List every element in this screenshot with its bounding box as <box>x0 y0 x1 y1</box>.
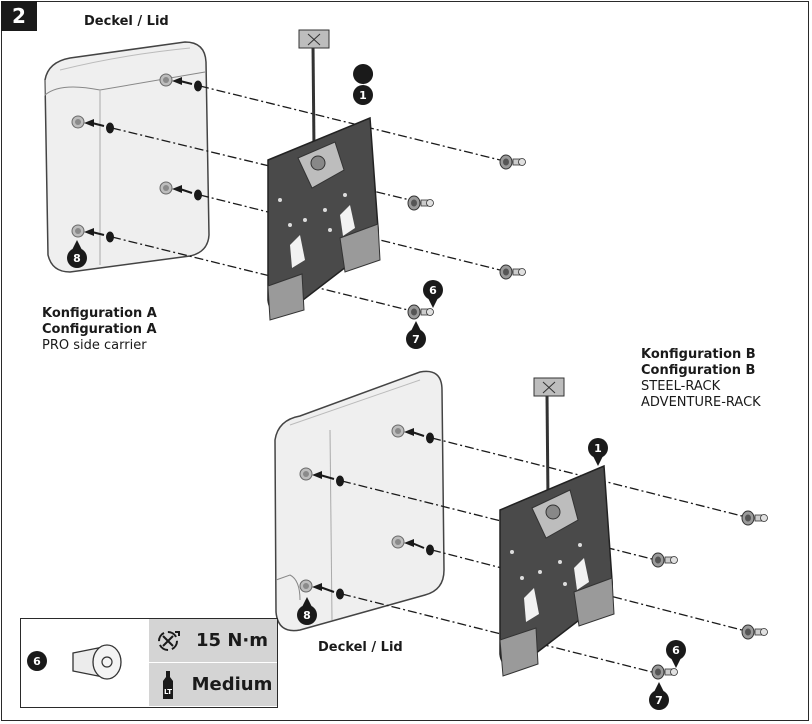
config-a-label: Konfiguration A Configuration A PRO side… <box>42 306 157 354</box>
callout-plate-b: 1 <box>588 438 608 466</box>
svg-text:8: 8 <box>303 609 311 622</box>
svg-text:7: 7 <box>655 694 663 707</box>
config-b-line3: STEEL-RACK <box>641 379 721 394</box>
callout-insert-a: 8 <box>67 240 87 268</box>
config-b-label: Konfiguration B Configuration B STEEL-RA… <box>641 347 761 411</box>
lid-label-bottom: Deckel / Lid <box>318 640 403 655</box>
callout-screw-a: 6 <box>423 280 443 308</box>
svg-text:1: 1 <box>594 442 602 455</box>
svg-text:6: 6 <box>672 644 680 657</box>
callout-insert-b: 8 <box>297 597 317 625</box>
config-a-line2: Configuration A <box>42 322 157 337</box>
case-config-a <box>44 41 210 273</box>
svg-text:1: 1 <box>359 89 367 102</box>
config-b-line2: Configuration B <box>641 363 756 378</box>
screw-part-illustration: 6 <box>27 644 122 680</box>
torque-wrench-icon <box>149 619 187 662</box>
lid-label-top: Deckel / Lid <box>84 14 169 29</box>
mounting-plate-b <box>499 377 615 677</box>
svg-text:8: 8 <box>73 252 81 265</box>
svg-text:7: 7 <box>412 333 420 346</box>
svg-text:6: 6 <box>429 284 437 297</box>
callout-washer-b: 7 <box>649 682 669 710</box>
mounting-plate-a <box>267 29 381 321</box>
case-config-b <box>274 370 445 632</box>
threadlock-row: LT Medium <box>149 663 277 706</box>
case-b-arrows <box>312 428 425 593</box>
threadlocker-bottle-icon: LT <box>149 663 187 706</box>
config-b-line1: Konfiguration B <box>641 347 756 362</box>
callout-washer-a: 7 <box>406 321 426 349</box>
svg-text:6: 6 <box>33 655 41 668</box>
step-number-badge: 2 <box>1 1 37 31</box>
config-a-line3: PRO side carrier <box>42 338 147 353</box>
legend-spec-panel: 15 N·m LT Medium <box>149 619 277 706</box>
svg-text:LT: LT <box>164 688 172 696</box>
threadlock-value: Medium <box>191 674 273 695</box>
config-a-line1: Konfiguration A <box>42 306 157 321</box>
config-b-line4: ADVENTURE-RACK <box>641 395 761 410</box>
torque-row: 15 N·m <box>149 619 277 663</box>
callout-screw-b: 6 <box>666 640 686 668</box>
callout-plate-a: 1 <box>353 64 374 108</box>
case-a-arrows <box>84 77 193 236</box>
legend-box: 6 15 N·m LT Medium <box>20 618 278 708</box>
torque-value: 15 N·m <box>196 630 268 651</box>
